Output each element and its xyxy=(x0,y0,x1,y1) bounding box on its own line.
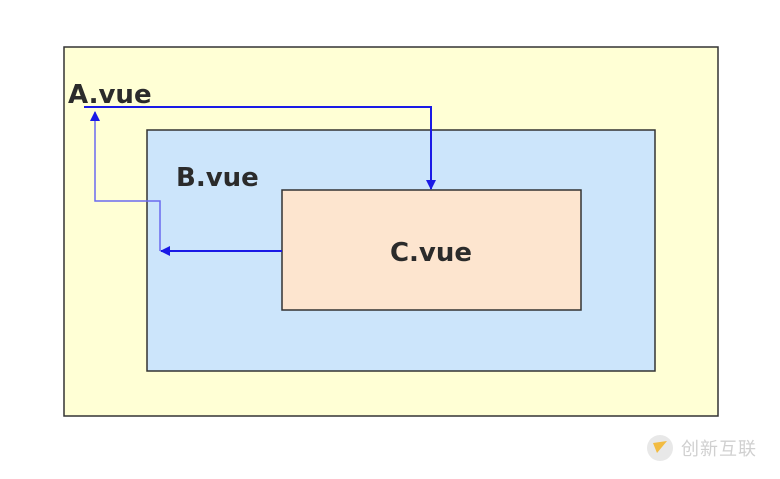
arrow-b-to-a xyxy=(90,111,161,251)
watermark: 创新互联 xyxy=(645,433,757,463)
watermark-logo-icon xyxy=(647,435,673,461)
watermark-text: 创新互联 xyxy=(681,439,757,460)
component-b-label: B.vue xyxy=(176,163,259,193)
component-c-label: C.vue xyxy=(390,238,472,268)
component-a-label: A.vue xyxy=(68,80,152,110)
arrow-a-to-c xyxy=(84,106,436,190)
component-c-box xyxy=(281,189,582,311)
